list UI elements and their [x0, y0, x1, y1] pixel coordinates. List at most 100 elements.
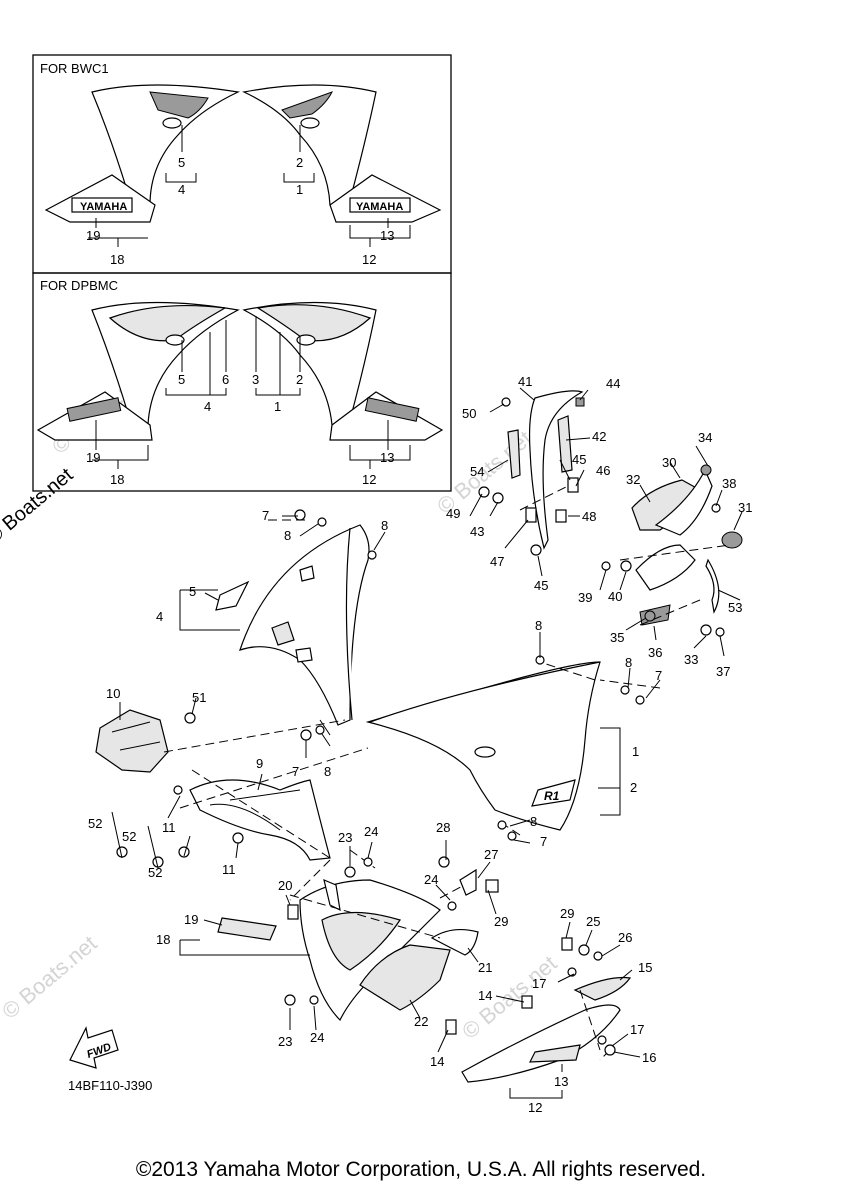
fasteners	[116, 397, 725, 1056]
callout-label: 46	[596, 463, 610, 478]
callout-label: 24	[364, 824, 378, 839]
callout-label: 41	[518, 374, 532, 389]
callout-label: 13	[554, 1074, 568, 1089]
inset-leaders	[88, 125, 411, 469]
callout-label: 30	[662, 455, 676, 470]
main-leaders	[111, 387, 743, 1099]
callout-label: 1	[296, 182, 303, 197]
callout-label: 39	[578, 590, 592, 605]
callout-label: 52	[122, 829, 136, 844]
callout-label: 31	[738, 500, 752, 515]
callout-label: 18	[110, 252, 124, 267]
callout-label: 5	[178, 155, 185, 170]
callout-label: 21	[478, 960, 492, 975]
watermark-text: © Boats.net	[0, 931, 102, 1024]
callout-label: 8	[535, 618, 542, 633]
callout-label: 4	[178, 182, 185, 197]
callout-label: 2	[296, 155, 303, 170]
piece-15	[573, 976, 632, 1001]
decal-5	[215, 580, 250, 611]
callout-label: 45	[534, 578, 548, 593]
lower-cowl-18	[217, 878, 441, 1022]
callout-label: 8	[381, 518, 388, 533]
callout-label: 8	[625, 655, 632, 670]
callout-label: 13	[380, 450, 394, 465]
callout-label: 20	[278, 878, 292, 893]
left-side-cowl	[239, 524, 370, 726]
callout-label: 25	[586, 914, 600, 929]
callout-label: 16	[642, 1050, 656, 1065]
inset-box-dpbmc	[32, 272, 452, 492]
callout-label: 23	[338, 830, 352, 845]
decal-2	[531, 779, 576, 807]
callout-label: 32	[626, 472, 640, 487]
callout-label: 19	[184, 912, 198, 927]
callout-label: 15	[638, 960, 652, 975]
callout-label: 11	[222, 862, 236, 877]
callout-label: 54	[470, 464, 484, 479]
callout-label: 34	[698, 430, 712, 445]
air-duct-30	[631, 468, 743, 626]
callout-label: 10	[106, 686, 120, 701]
callout-label: 7	[262, 508, 269, 523]
callout-label: 2	[630, 780, 637, 795]
callout-label: 1	[632, 744, 639, 759]
callout-label: 47	[490, 554, 504, 569]
under-cowl-12	[461, 976, 632, 1083]
inset-title-dpbmc: FOR DPBMC	[40, 278, 118, 293]
callout-label: 11	[162, 820, 176, 835]
callout-label: 42	[592, 429, 606, 444]
inner-panel-9	[189, 779, 331, 861]
callout-label: 5	[189, 584, 196, 599]
bwc1-right-side-cowl: YAMAHA	[242, 84, 442, 223]
callout-label: 14	[430, 1054, 444, 1069]
copyright-notice: ©2013 Yamaha Motor Corporation, U.S.A. A…	[135, 1158, 707, 1181]
callout-label: 29	[560, 906, 574, 921]
callout-label: 7	[540, 834, 547, 849]
callout-label: 28	[436, 820, 450, 835]
callout-label: 29	[494, 914, 508, 929]
right-side-cowl: R1	[365, 661, 601, 831]
inner-stay-41	[507, 390, 585, 550]
side-cover-22	[359, 944, 451, 1011]
callout-label: 19	[86, 228, 100, 243]
callout-label: 49	[446, 506, 460, 521]
callout-label: 37	[716, 664, 730, 679]
callout-label: 48	[582, 509, 596, 524]
callout-label: 51	[192, 690, 206, 705]
callout-label: 3	[252, 372, 259, 387]
callout-label: 44	[606, 376, 620, 391]
callout-label: 8	[530, 814, 537, 829]
callout-label: 8	[324, 764, 331, 779]
yamaha-logo: YAMAHA	[80, 201, 127, 213]
callout-label: 12	[362, 252, 376, 267]
callout-label: 43	[470, 524, 484, 539]
callout-label: 38	[722, 476, 736, 491]
figure-code: 14BF110-J390	[68, 1078, 152, 1093]
callout-label: 45	[572, 452, 586, 467]
piece-21	[430, 928, 479, 956]
callout-label: 33	[684, 652, 698, 667]
callout-label: 40	[608, 589, 622, 604]
callout-label: 23	[278, 1034, 292, 1049]
callout-label: 53	[728, 600, 742, 615]
callout-label: 6	[222, 372, 229, 387]
callout-label: 50	[462, 406, 476, 421]
bwc1-left-side-cowl: YAMAHA	[44, 84, 241, 223]
callout-label: 17	[630, 1022, 644, 1037]
callout-label: 17	[532, 976, 546, 991]
callout-label: 1	[274, 399, 281, 414]
yamaha-logo: YAMAHA	[356, 201, 403, 213]
callout-label: 12	[528, 1100, 542, 1115]
inset-title-bwc1: FOR BWC1	[40, 61, 109, 76]
callout-label: 4	[204, 399, 211, 414]
callout-label: 27	[484, 847, 498, 862]
callout-labels: 5 4 2 1 19 18 13 12 5 6 4 3 2 1 19 18 13…	[86, 155, 752, 1115]
callout-label: 22	[414, 1014, 428, 1029]
callout-label: 36	[648, 645, 662, 660]
callout-label: 5	[178, 372, 185, 387]
callout-label: 19	[86, 450, 100, 465]
callout-label: 24	[310, 1030, 324, 1045]
callout-label: 8	[284, 528, 291, 543]
